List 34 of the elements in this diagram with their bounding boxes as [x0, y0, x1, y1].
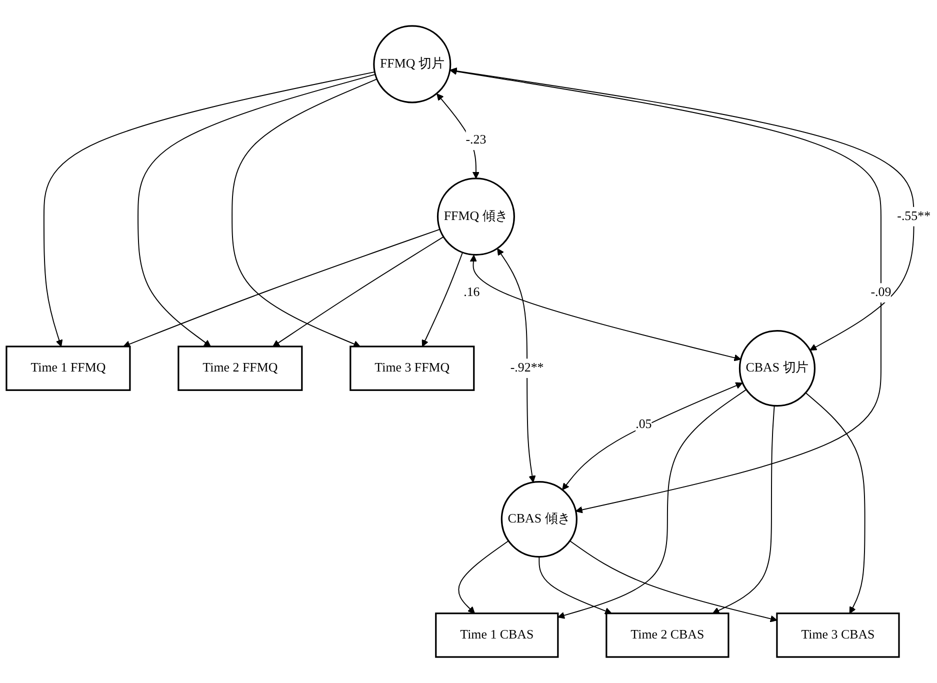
node-circle: FFMQ 傾き [436, 178, 515, 256]
arrow [805, 392, 866, 614]
arrow [497, 248, 536, 483]
arrow [558, 389, 747, 619]
arrow [450, 67, 914, 350]
arrow [422, 252, 464, 347]
node-box: Time 1 CBAS [435, 612, 559, 658]
edge-label: -.92** [510, 361, 544, 375]
node-circle: CBAS 切片 [738, 330, 816, 407]
node-box: Time 1 FFMQ [6, 346, 131, 391]
node-box: Time 3 FFMQ [350, 346, 475, 391]
arrow [43, 71, 376, 347]
arrow [436, 93, 480, 179]
arrow [138, 74, 376, 347]
arrow [712, 405, 775, 614]
node-box: Time 2 CBAS [606, 612, 730, 658]
arrow [232, 78, 378, 348]
edge-label: .05 [636, 417, 652, 432]
arrow [123, 228, 440, 348]
arrow [470, 254, 742, 362]
arrow [569, 540, 778, 622]
arrow [538, 556, 612, 614]
edge-label: -.23 [466, 133, 486, 147]
edge-label: -.55** [897, 209, 931, 224]
arrow [562, 382, 743, 490]
node-circle: FFMQ 切片 [373, 25, 452, 104]
arrow [272, 236, 444, 347]
node-box: Time 3 CBAS [776, 612, 900, 658]
node-box: Time 2 FFMQ [178, 346, 303, 391]
arrow [458, 540, 509, 614]
arrow [450, 68, 882, 514]
edge-label: .16 [464, 286, 480, 300]
node-circle: CBAS 傾き [500, 480, 578, 558]
edge-label: -.09 [870, 286, 892, 300]
